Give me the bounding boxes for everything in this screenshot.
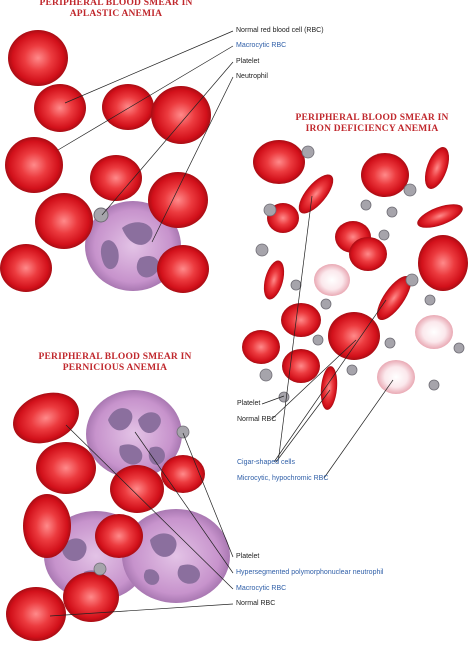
iron-platelets bbox=[255, 145, 465, 403]
pernicious-platelets bbox=[93, 425, 190, 576]
iron-label-platelet: Platelet bbox=[237, 400, 261, 407]
pernicious-title-line2: PERNICIOUS ANEMIA bbox=[62, 363, 168, 373]
iron-title: PERIPHERAL BLOOD SMEAR IN IRON DEFICIENC… bbox=[274, 113, 470, 135]
aplastic-label-normal-rbc: Normal red blood cell (RBC) bbox=[236, 27, 324, 34]
pernicious-label-macrocytic-rbc: Macrocytic RBC bbox=[236, 585, 287, 592]
pernicious-label-hyperseg: Hypersegmented polymorphonuclear neutrop… bbox=[236, 569, 384, 576]
iron-pale-rbcs bbox=[314, 264, 453, 394]
aplastic-platelet bbox=[93, 207, 109, 223]
aplastic-neutrophil bbox=[85, 201, 181, 291]
pernicious-label-normal-rbc: Normal RBC bbox=[236, 600, 276, 607]
iron-label-normal-rbc: Normal RBC bbox=[237, 416, 277, 423]
iron-title-line2: IRON DEFICIENCY ANEMIA bbox=[305, 124, 439, 134]
aplastic-title-line2: APLASTIC ANEMIA bbox=[69, 9, 163, 19]
iron-leader-lines bbox=[261, 195, 394, 479]
aplastic-label-macrocytic-rbc: Macrocytic RBC bbox=[236, 42, 287, 49]
pernicious-title-line1: PERIPHERAL BLOOD SMEAR IN bbox=[38, 352, 192, 362]
aplastic-label-platelet: Platelet bbox=[236, 58, 260, 65]
pernicious-leader-lines bbox=[49, 424, 234, 617]
iron-label-cigar-cells: Cigar-shaped cells bbox=[237, 459, 295, 466]
pernicious-rbcs bbox=[6, 392, 205, 641]
pernicious-title: PERIPHERAL BLOOD SMEAR IN PERNICIOUS ANE… bbox=[10, 352, 220, 374]
aplastic-leader-lines bbox=[57, 30, 234, 243]
aplastic-label-neutrophil: Neutrophil bbox=[236, 73, 268, 80]
aplastic-title: PERIPHERAL BLOOD SMEAR IN APLASTIC ANEMI… bbox=[8, 0, 224, 20]
pernicious-label-platelet: Platelet bbox=[236, 553, 260, 560]
iron-label-microcytic: Microcytic, hypochromic RBC bbox=[237, 475, 329, 482]
aplastic-rbcs bbox=[0, 30, 211, 293]
aplastic-title-line1: PERIPHERAL BLOOD SMEAR IN bbox=[39, 0, 193, 8]
iron-title-line1: PERIPHERAL BLOOD SMEAR IN bbox=[295, 113, 449, 123]
